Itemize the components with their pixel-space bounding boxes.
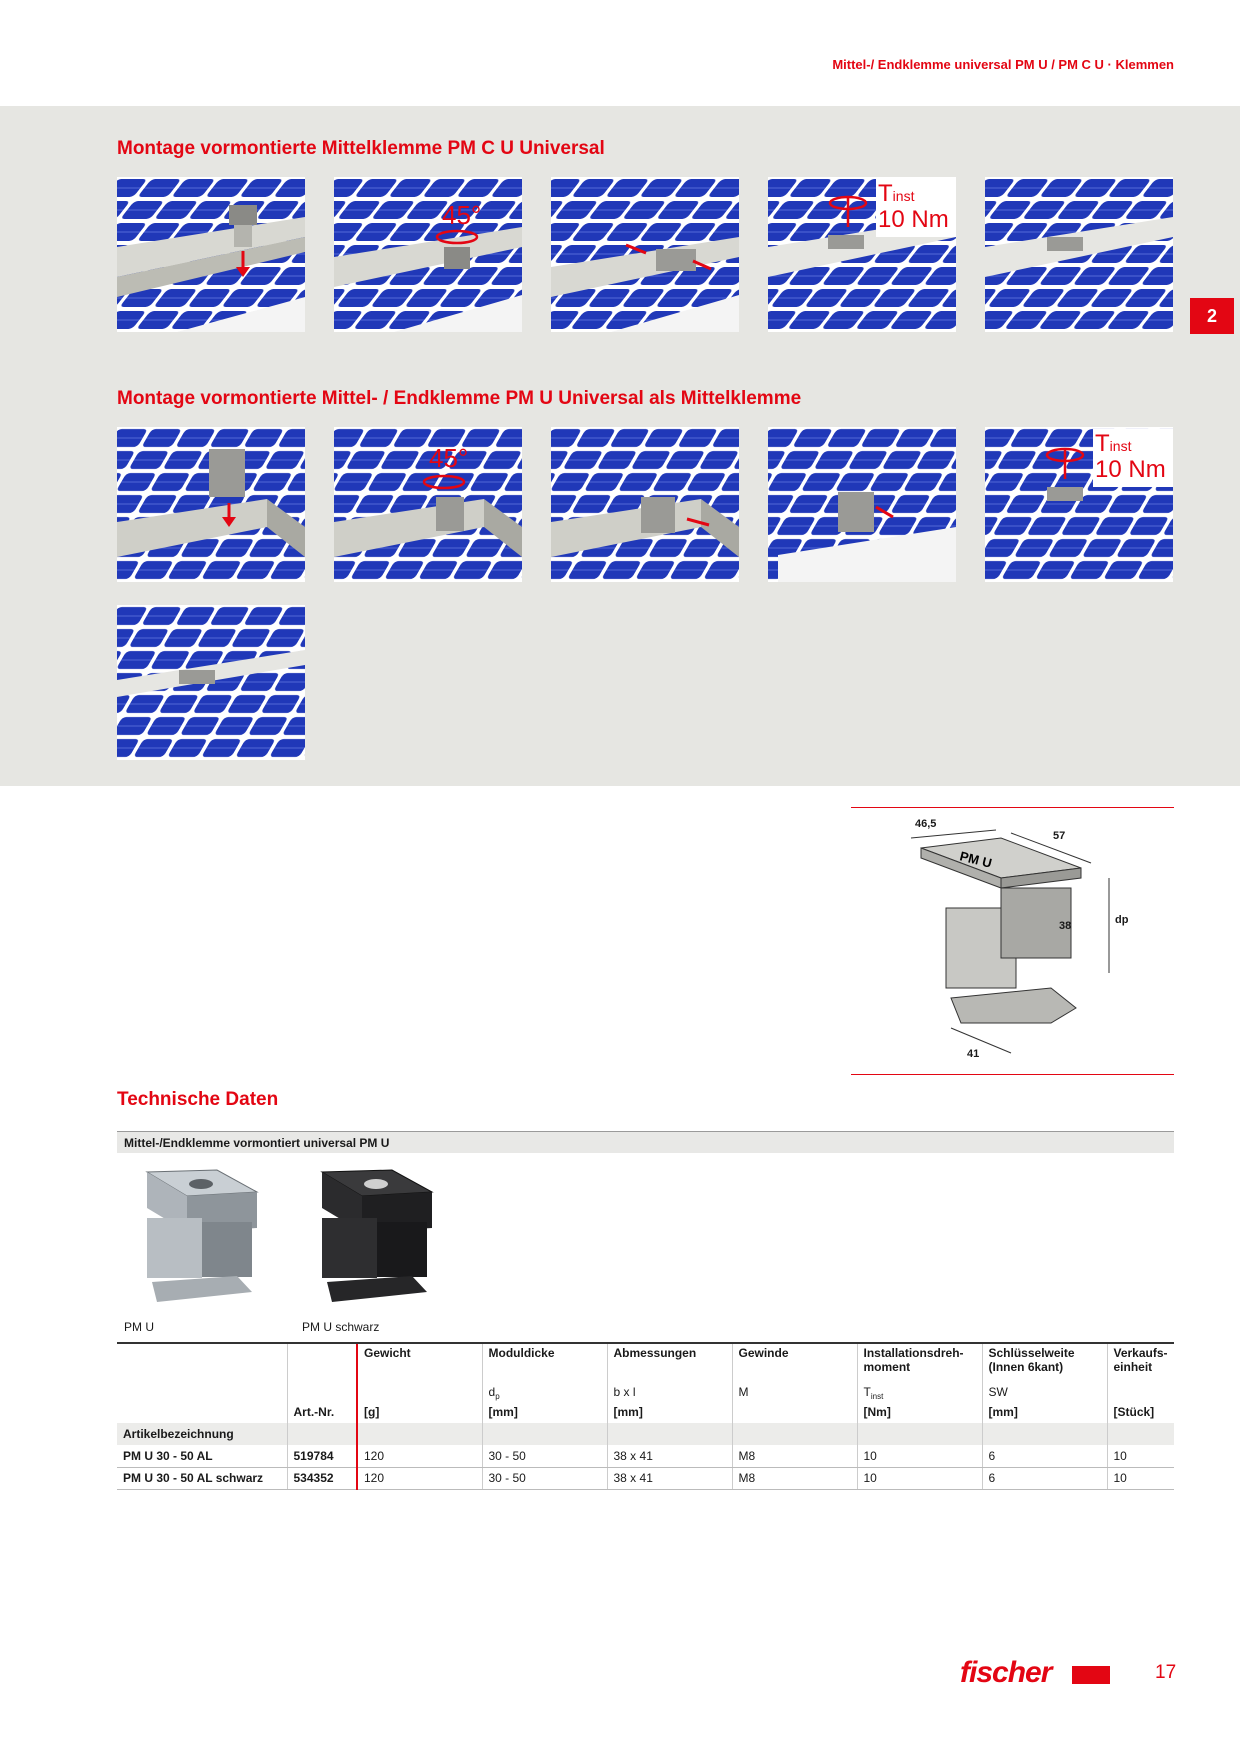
dim-length: 57 bbox=[1053, 830, 1066, 842]
dim-base: 41 bbox=[967, 1048, 980, 1060]
fischer-logo-badge bbox=[1072, 1666, 1110, 1684]
step-1-insert-clamp-pm-u bbox=[117, 427, 305, 582]
dim-inner: 38 bbox=[1059, 920, 1072, 932]
step-5-installed bbox=[985, 177, 1173, 332]
table-header-row: Gewicht Moduldicke Abmessungen Gewinde I… bbox=[117, 1342, 1174, 1383]
step-4-place-module bbox=[768, 427, 956, 582]
step-2-rotate-45-pm-u: 45° bbox=[334, 427, 522, 582]
dim-height: dp bbox=[1115, 914, 1129, 926]
torque-value: 10 Nm bbox=[878, 206, 949, 233]
step-1-insert-clamp bbox=[117, 177, 305, 332]
table-row: PM U 30 - 50 AL schwarz 534352 120 30 - … bbox=[117, 1467, 1174, 1490]
product-image-pm-u-schwarz bbox=[292, 1162, 452, 1312]
table-label-row: Artikelbezeichnung bbox=[117, 1423, 1174, 1445]
chapter-tab[interactable]: 2 bbox=[1190, 298, 1234, 334]
step-3-position-clamp bbox=[551, 177, 739, 332]
product-bar: Mittel-/Endklemme vormontiert universal … bbox=[117, 1131, 1174, 1153]
header-title: Mittel-/ Endklemme universal PM U / PM C… bbox=[832, 57, 1174, 72]
angle-label: 45° bbox=[442, 200, 481, 230]
page-number: 17 bbox=[1155, 1662, 1177, 1683]
table-symbol-row: dp b x l M Tinst SW bbox=[117, 1383, 1174, 1403]
svg-text:10 Nm: 10 Nm bbox=[1095, 456, 1166, 483]
step-2-rotate-45: 45° bbox=[334, 177, 522, 332]
dim-width-top: 46,5 bbox=[915, 818, 937, 830]
step-6-installed-pm-u bbox=[117, 605, 305, 760]
caption-pm-u-schwarz: PM U schwarz bbox=[302, 1320, 380, 1334]
svg-text:Tinst: Tinst bbox=[1095, 430, 1132, 457]
svg-text:Tinst: Tinst bbox=[878, 180, 915, 207]
section-title-pm-c-u: Montage vormontierte Mittelklemme PM C U… bbox=[117, 138, 605, 159]
product-image-pm-u bbox=[117, 1162, 277, 1312]
fischer-logo: fischer bbox=[960, 1656, 1052, 1689]
dimension-drawing: PM U 46,5 57 38 dp 41 bbox=[851, 807, 1174, 1075]
table-unit-row: Art.-Nr. [g] [mm] [mm] [Nm] [mm] [Stück] bbox=[117, 1403, 1174, 1423]
step-3-position-pm-u bbox=[551, 427, 739, 582]
svg-text:45°: 45° bbox=[429, 443, 468, 473]
tech-data-title: Technische Daten bbox=[117, 1089, 279, 1110]
table-row: PM U 30 - 50 AL 519784 120 30 - 50 38 x … bbox=[117, 1445, 1174, 1468]
step-4-tighten: Tinst 10 Nm bbox=[768, 177, 956, 332]
section-title-pm-u: Montage vormontierte Mittel- / Endklemme… bbox=[117, 388, 802, 409]
caption-pm-u: PM U bbox=[124, 1320, 154, 1334]
step-5-tighten-pm-u: Tinst 10 Nm bbox=[985, 427, 1173, 582]
spec-table: Gewicht Moduldicke Abmessungen Gewinde I… bbox=[117, 1342, 1174, 1490]
